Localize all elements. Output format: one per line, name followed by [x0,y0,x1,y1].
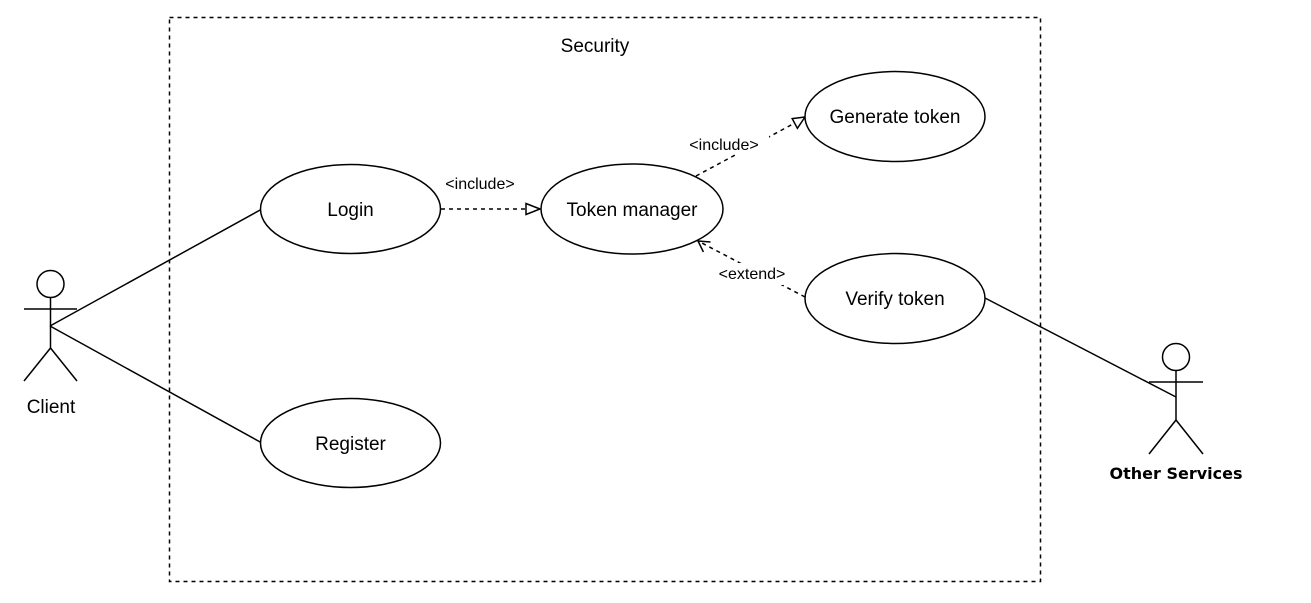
other-services-stick-figure-icon [1148,342,1204,455]
use-case-login-label: Login [327,200,374,221]
include-label-login: <include> [445,176,514,193]
use-case-verify-token-label: Verify token [845,289,944,310]
use-case-register-label: Register [315,434,386,455]
extend-label-verify: <extend> [719,266,786,283]
use-case-generate-token[interactable]: Generate token [804,70,986,163]
actor-client-label: Client [27,397,76,418]
client-stick-figure-icon [23,269,78,382]
actor-other-services[interactable]: Other Services [1110,342,1243,484]
use-case-generate-token-label: Generate token [830,107,961,128]
use-case-login[interactable]: Login [259,163,442,255]
system-boundary[interactable]: Security [168,16,1042,583]
use-case-register[interactable]: Register [259,397,442,489]
include-token-manager-generate-token[interactable]: <include> [680,116,807,177]
actor-client[interactable]: Client [23,269,78,419]
actor-other-services-label: Other Services [1110,464,1243,483]
association-verify-token-other-services[interactable] [984,297,1177,398]
use-case-token-manager[interactable]: Token manager [540,163,724,255]
extend-verify-token-token-manager[interactable]: <extend> [696,240,806,298]
use-case-token-manager-label: Token manager [567,200,699,221]
association-client-register[interactable] [49,325,263,444]
include-label-generate: <include> [689,137,758,154]
system-boundary-title: Security [561,36,630,57]
include-login-token-manager[interactable]: <include> [436,173,543,216]
association-client-login[interactable] [49,208,263,327]
use-case-verify-token[interactable]: Verify token [804,252,986,345]
